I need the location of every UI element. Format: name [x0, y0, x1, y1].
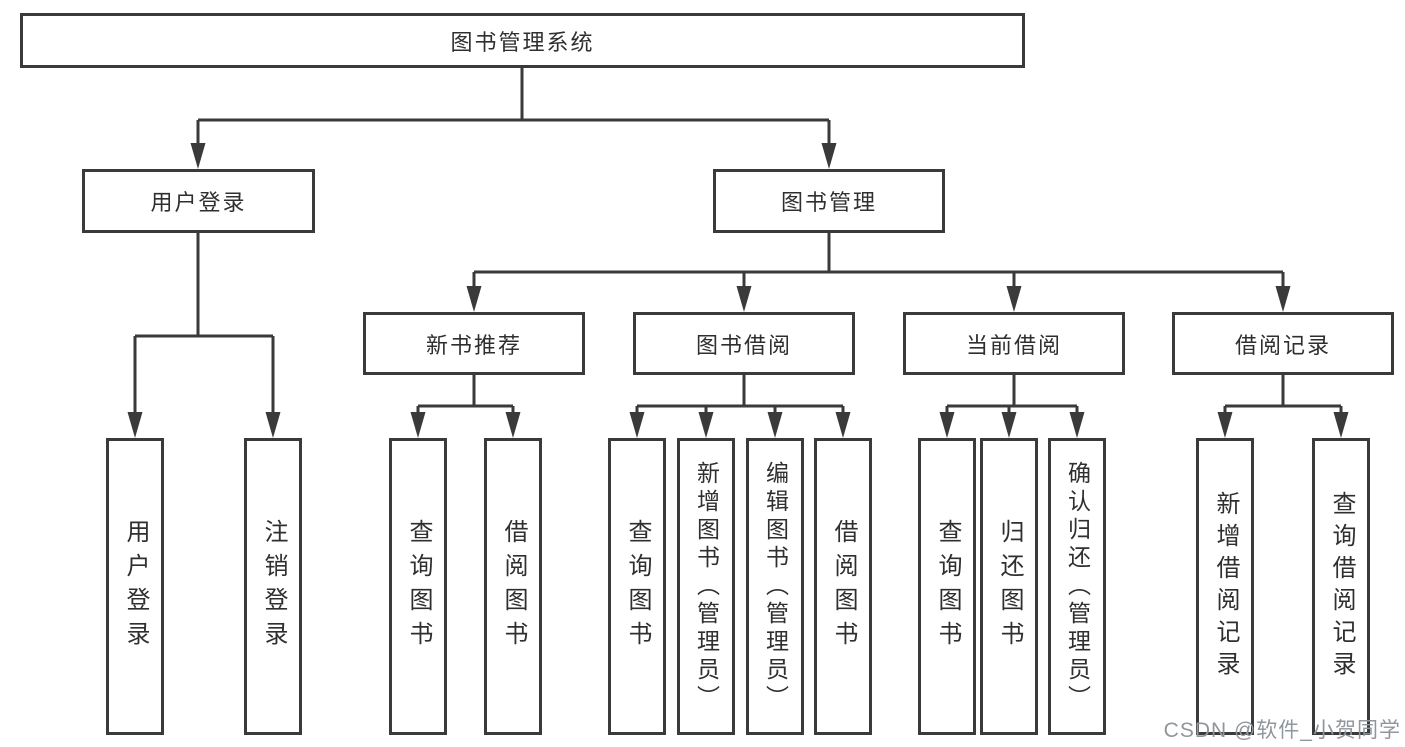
connector-root-to-level2	[196, 68, 831, 150]
connector-new-book-recommendation-to-leaves	[416, 375, 515, 419]
leaf-edit-books-admin-label: 编辑图书（管理员）	[762, 460, 789, 713]
leaf-logout-label: 注销登录	[260, 518, 287, 655]
arrowhead	[127, 412, 143, 438]
leaf-edit-books-admin: 编辑图书（管理员）	[746, 438, 804, 735]
arrowhead	[505, 412, 521, 438]
leaf-query-books-recommend: 查询图书	[389, 438, 447, 735]
leaf-user-login-label: 用户登录	[122, 518, 149, 655]
node-root: 图书管理系统	[20, 13, 1025, 68]
leaf-return-books: 归还图书	[980, 438, 1038, 735]
connector-book-borrowing-to-leaves	[635, 375, 845, 419]
leaf-user-login: 用户登录	[106, 438, 164, 735]
leaf-borrow-books-recommend-label: 借阅图书	[500, 518, 527, 655]
leaf-borrow-books-recommend: 借阅图书	[484, 438, 542, 735]
arrowhead	[629, 412, 645, 438]
connector-borrowing-records-to-leaves	[1223, 375, 1343, 419]
node-current-borrowing: 当前借阅	[903, 312, 1125, 375]
arrowhead	[939, 412, 955, 438]
arrowhead	[736, 286, 752, 312]
leaf-return-books-label: 归还图书	[996, 518, 1023, 655]
arrowhead	[767, 412, 783, 438]
arrowhead	[821, 143, 837, 169]
node-user-login-label: 用户登录	[150, 190, 247, 215]
leaf-query-books-borrowing-label: 查询图书	[624, 518, 651, 655]
leaf-add-borrow-record-label: 新增借阅记录	[1212, 490, 1239, 683]
csdn-watermark: CSDN @软件_小贺同学	[1163, 719, 1401, 742]
node-borrowing-records-label: 借阅记录	[1234, 332, 1331, 358]
leaf-logout: 注销登录	[244, 438, 302, 735]
arrowhead	[190, 143, 206, 169]
leaf-query-books-current-label: 查询图书	[934, 518, 961, 655]
arrowhead	[698, 412, 714, 438]
leaf-confirm-return-admin-label: 确认归还（管理员）	[1064, 460, 1091, 713]
arrowhead	[835, 412, 851, 438]
arrowhead	[1333, 412, 1349, 438]
node-book-management-label: 图书管理	[780, 190, 877, 215]
node-new-book-recommendation-label: 新书推荐	[425, 332, 522, 358]
node-borrowing-records: 借阅记录	[1172, 312, 1394, 375]
node-book-management: 图书管理	[713, 169, 945, 233]
node-current-borrowing-label: 当前借阅	[965, 332, 1062, 358]
node-user-login: 用户登录	[82, 169, 315, 233]
arrowhead	[265, 412, 281, 438]
node-book-borrowing-label: 图书借阅	[695, 332, 792, 358]
leaf-add-borrow-record: 新增借阅记录	[1196, 438, 1254, 735]
node-root-label: 图书管理系统	[450, 29, 595, 55]
leaf-borrow-books-borrowing: 借阅图书	[814, 438, 872, 735]
leaf-query-books-borrowing: 查询图书	[608, 438, 666, 735]
leaf-query-books-current: 查询图书	[918, 438, 976, 735]
leaf-borrow-books-borrowing-label: 借阅图书	[830, 518, 857, 655]
arrowhead	[410, 412, 426, 438]
leaf-confirm-return-admin: 确认归还（管理员）	[1048, 438, 1106, 735]
arrowhead	[1275, 286, 1291, 312]
arrowhead	[1069, 412, 1085, 438]
leaf-query-borrow-record: 查询借阅记录	[1312, 438, 1370, 735]
arrowhead	[1006, 286, 1022, 312]
node-new-book-recommendation: 新书推荐	[363, 312, 585, 375]
leaf-query-books-recommend-label: 查询图书	[405, 518, 432, 655]
leaf-add-books-admin: 新增图书（管理员）	[677, 438, 735, 735]
arrowhead	[466, 286, 482, 312]
arrowhead	[1001, 412, 1017, 438]
node-book-borrowing: 图书借阅	[633, 312, 855, 375]
arrowhead	[1217, 412, 1233, 438]
leaf-add-books-admin-label: 新增图书（管理员）	[693, 460, 720, 713]
connector-book-management-to-level3	[472, 233, 1285, 293]
leaf-query-borrow-record-label: 查询借阅记录	[1328, 490, 1355, 683]
connector-user-login-to-leaves	[133, 233, 275, 419]
connector-current-borrowing-to-leaves	[945, 375, 1079, 419]
